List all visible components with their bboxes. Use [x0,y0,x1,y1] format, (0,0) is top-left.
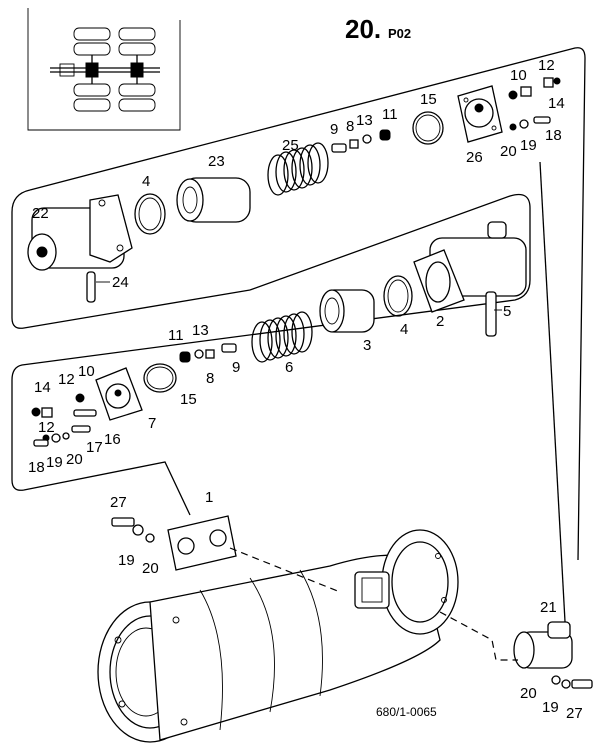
callout-12-mid-lower: 12 [38,419,55,436]
housing-2 [413,221,527,313]
piston-23 [176,177,251,223]
callout-23: 23 [208,153,225,170]
callout-9-top: 9 [330,121,338,138]
brake-chamber-1 [167,515,237,571]
callout-16: 16 [104,431,121,448]
callout-19-right: 19 [542,699,559,716]
callout-19-left: 19 [118,552,135,569]
pin-5 [485,291,497,337]
top-callouts: 22 24 4 23 25 9 8 13 11 15 26 10 12 14 2… [32,57,565,291]
callout-10-top: 10 [510,67,527,84]
callout-19-mid: 19 [46,454,63,471]
connection-line-left [229,547,341,593]
callout-1: 1 [205,489,213,506]
axle-housing [97,529,459,743]
callout-27-left: 27 [110,494,127,511]
seal-ring-4-top [134,193,166,235]
spring-6 [251,311,313,363]
o-ring-15-mid [143,363,177,393]
callout-20-top: 20 [500,143,517,160]
washer-20-left [145,533,155,543]
callout-18-top: 18 [545,127,562,144]
piston-3 [319,289,375,333]
callout-26: 26 [466,149,483,166]
callout-15-mid: 15 [180,391,197,408]
bolt-27-right [571,679,593,689]
callout-3: 3 [363,337,371,354]
washer-19-right [561,679,571,689]
drawing-reference: 680/1-0065 [376,705,437,719]
callout-6: 6 [285,359,293,376]
housing-22 [27,194,133,271]
callout-12-mid: 12 [58,371,75,388]
washer-19-left [132,524,144,536]
callout-13-mid: 13 [192,322,209,339]
axle-callouts: 1 27 19 20 21 20 19 27 [110,489,583,722]
callout-20-right: 20 [520,685,537,702]
callout-14-mid: 14 [34,379,51,396]
callout-21: 21 [540,599,557,616]
callout-20-left: 20 [142,560,159,577]
callout-11-top: 11 [382,106,398,123]
bolt-27-left [111,517,135,527]
spring-25 [267,142,329,196]
o-ring-15-top [412,111,444,145]
callout-24: 24 [112,274,129,291]
callout-4-mid: 4 [400,321,408,338]
callout-12-top: 12 [538,57,555,74]
fasteners-top-right [508,77,561,131]
callout-7: 7 [148,415,156,432]
middle-callouts: 2 4 5 3 6 9 8 13 11 15 7 16 17 14 12 10 … [28,303,511,476]
cover-26 [457,85,503,143]
callout-4-top: 4 [142,173,150,190]
callout-2: 2 [436,313,444,330]
valve-9-8-13-top [331,129,391,153]
page-number: 20. [345,14,381,44]
page-suffix: P02 [388,26,411,41]
pin-24 [86,271,96,303]
callout-13-top: 13 [356,112,373,129]
callout-9-mid: 9 [232,359,240,376]
cylinder-21 [513,621,573,669]
middle-group-outline [11,193,531,516]
callout-20-mid: 20 [66,451,83,468]
cover-7 [95,367,143,421]
seal-ring-4-mid [383,275,413,317]
fasteners-mid-left [31,393,97,447]
callout-17: 17 [86,439,103,456]
callout-14-top: 14 [548,95,565,112]
washer-20-right [551,675,561,685]
callout-22: 22 [32,205,49,222]
callout-15-top: 15 [420,91,437,108]
callout-27-right: 27 [566,705,583,722]
top-group-outline [29,47,586,561]
callout-8-top: 8 [346,118,354,135]
callout-10-mid: 10 [78,363,95,380]
valve-9-8-13-mid [179,343,237,363]
page-header: 20. P02 [345,14,411,44]
callout-5: 5 [503,303,511,320]
callout-19-top: 19 [520,137,537,154]
connection-line-right [439,611,518,661]
callout-8-mid: 8 [206,370,214,387]
vehicle-overview-inset [27,8,181,131]
callout-18-mid: 18 [28,459,45,476]
callout-11-mid: 11 [168,327,184,344]
callout-25: 25 [282,137,299,154]
